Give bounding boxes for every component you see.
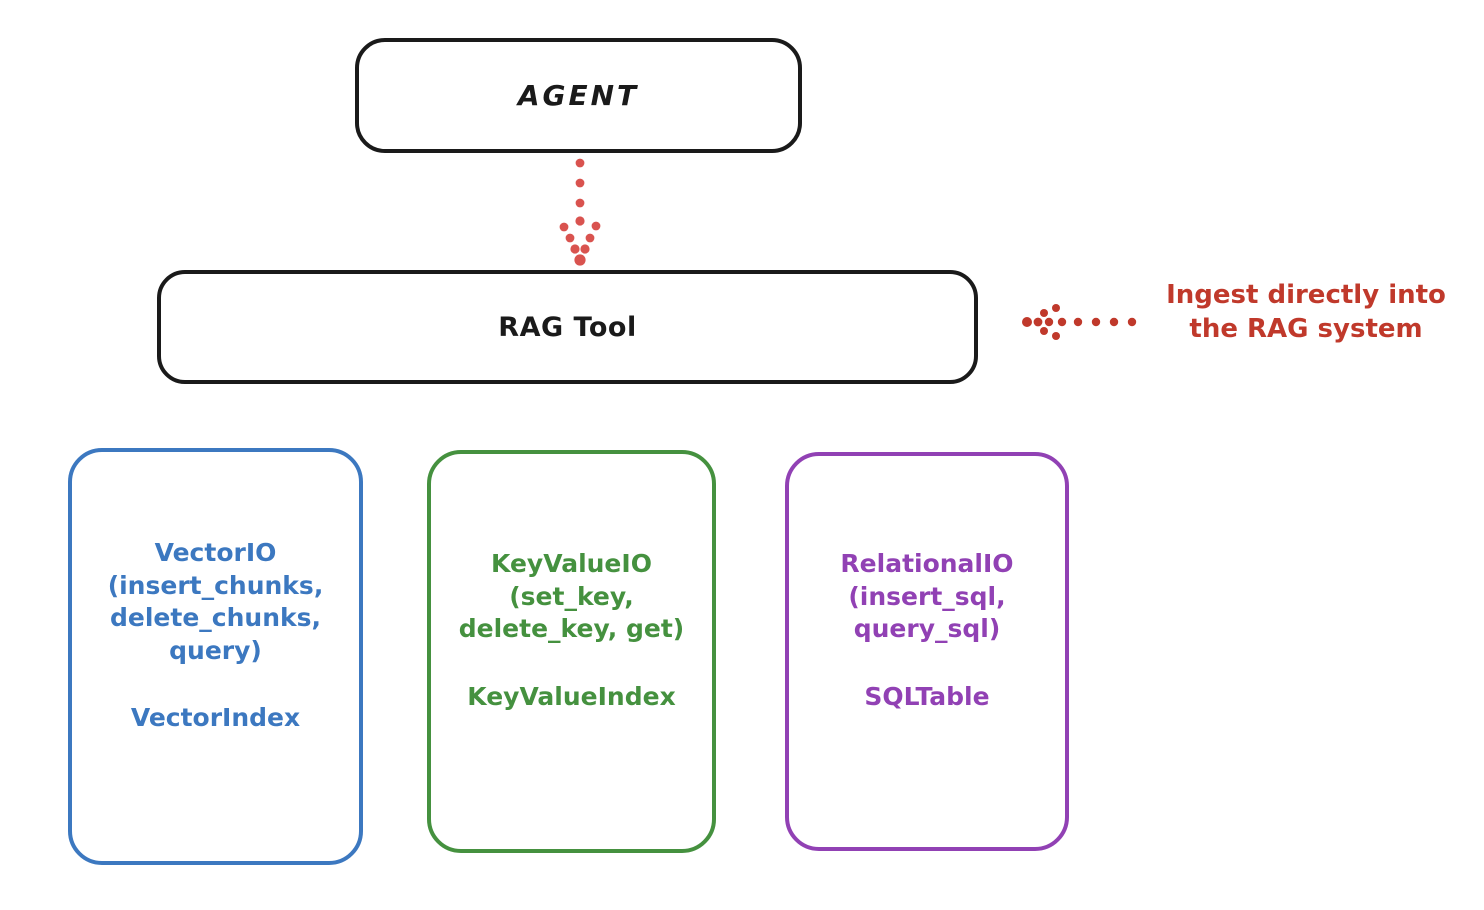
- node-relational-io-index-label: SQLTable: [864, 681, 990, 711]
- node-vector-io[interactable]: VectorIO (insert_chunks, delete_chunks, …: [68, 448, 363, 865]
- node-key-value-io-text: KeyValueIO (set_key, delete_key, get) Ke…: [459, 548, 684, 711]
- node-rag-tool[interactable]: RAG Tool: [157, 270, 978, 384]
- node-agent[interactable]: AGENT: [355, 38, 802, 153]
- node-relational-io-api-label: RelationalIO (insert_sql, query_sql): [840, 549, 1014, 644]
- node-relational-io-text: RelationalIO (insert_sql, query_sql) SQL…: [840, 548, 1013, 711]
- node-vector-io-text: VectorIO (insert_chunks, delete_chunks, …: [108, 537, 324, 732]
- ingest-arrow-icon: [1022, 304, 1137, 340]
- agent-to-rag-tool-arrow-icon: [559, 158, 601, 266]
- node-agent-label: AGENT: [517, 79, 640, 112]
- node-relational-io[interactable]: RelationalIO (insert_sql, query_sql) SQL…: [785, 452, 1069, 851]
- node-key-value-io-api-label: KeyValueIO (set_key, delete_key, get): [458, 549, 685, 644]
- node-vector-io-index-label: VectorIndex: [130, 703, 301, 732]
- node-vector-io-api-label: VectorIO (insert_chunks, delete_chunks, …: [107, 538, 324, 665]
- node-rag-tool-label: RAG Tool: [498, 311, 637, 343]
- node-key-value-io-index-label: KeyValueIndex: [467, 681, 676, 711]
- node-key-value-io[interactable]: KeyValueIO (set_key, delete_key, get) Ke…: [427, 450, 716, 853]
- ingest-annotation-text: Ingest directly into the RAG system: [1166, 280, 1446, 345]
